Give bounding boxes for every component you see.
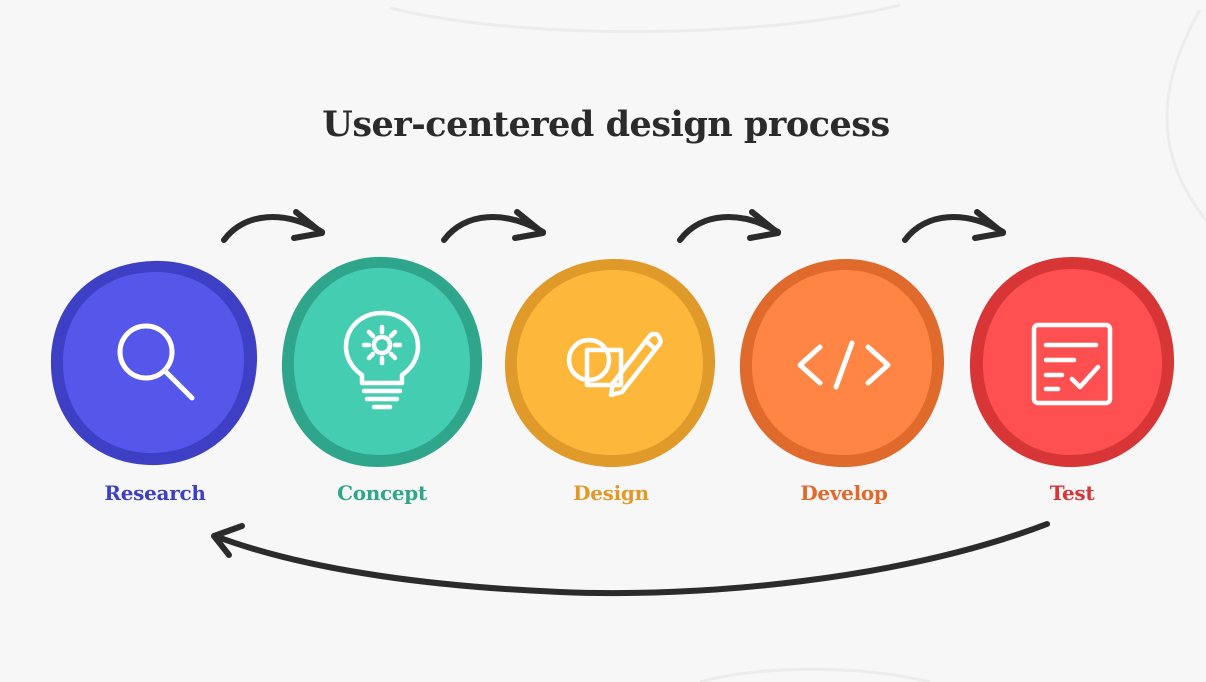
shapes-pencil-icon bbox=[566, 331, 663, 398]
step-label-concept: Concept bbox=[337, 481, 427, 505]
lightbulb-gear-icon bbox=[343, 310, 421, 410]
step-concept: Concept bbox=[272, 255, 492, 515]
step-test: Test bbox=[962, 255, 1182, 515]
magnifier-icon bbox=[117, 323, 195, 401]
step-label-develop: Develop bbox=[800, 481, 888, 505]
step-label-research: Research bbox=[104, 481, 206, 505]
arrow-concept-to-design bbox=[441, 209, 546, 243]
arrow-develop-to-test bbox=[902, 209, 1006, 243]
arrow-test-to-research bbox=[211, 521, 1050, 597]
decorative-curve-bottom bbox=[699, 667, 931, 682]
research-circle bbox=[50, 260, 258, 466]
arrow-design-to-develop bbox=[677, 209, 781, 243]
diagram-title: User-centered design process bbox=[322, 104, 890, 145]
arrow-research-to-concept bbox=[221, 209, 325, 243]
checklist-icon bbox=[1031, 322, 1113, 406]
decorative-curve-top bbox=[389, 3, 901, 34]
step-research: Research bbox=[45, 255, 265, 515]
step-label-design: Design bbox=[573, 481, 649, 505]
code-icon bbox=[797, 340, 891, 390]
step-label-test: Test bbox=[1049, 481, 1095, 505]
decorative-curve-right bbox=[1165, 9, 1206, 221]
step-design: Design bbox=[501, 255, 721, 515]
develop-circle bbox=[739, 259, 945, 468]
step-develop: Develop bbox=[734, 255, 954, 515]
